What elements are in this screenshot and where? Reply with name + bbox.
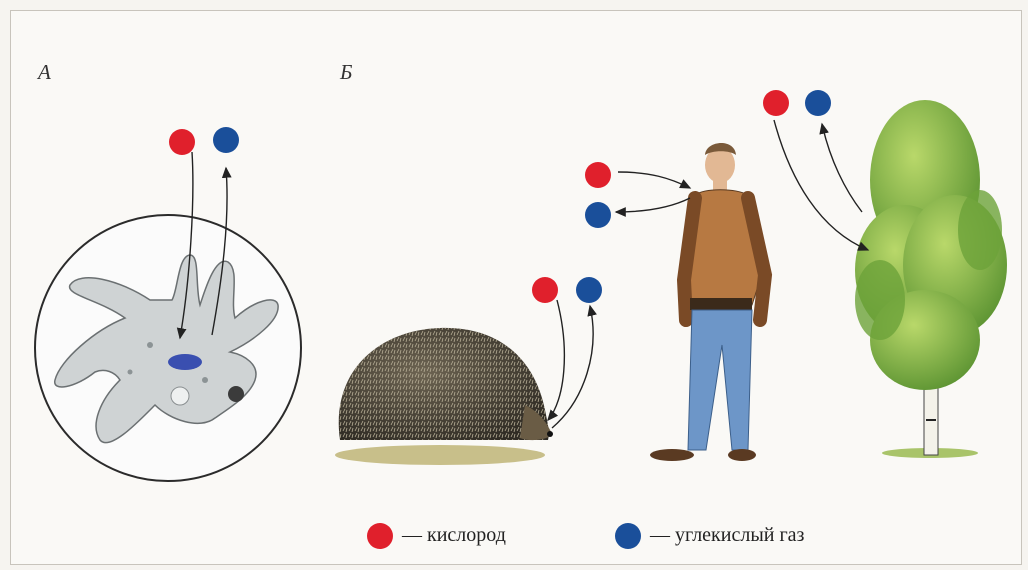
oxygen-icon-human <box>585 162 611 188</box>
birch-tree-icon <box>855 100 1007 458</box>
legend-co2-icon <box>615 523 641 549</box>
human-icon <box>650 143 765 461</box>
co2-icon-human <box>585 202 611 228</box>
oxygen-icon-a <box>169 129 195 155</box>
co2-icon-tree <box>805 90 831 116</box>
amoeba-icon <box>35 215 301 481</box>
oxygen-icon-hedgehog <box>532 277 558 303</box>
hedgehog-icon <box>335 328 553 465</box>
oxygen-icon-tree <box>763 90 789 116</box>
legend-co2-label: — углекислый газ <box>650 524 804 547</box>
co2-icon-hedgehog <box>576 277 602 303</box>
legend-oxygen-icon <box>367 523 393 549</box>
legend-oxygen-label: — кислород <box>402 524 506 547</box>
co2-icon-a <box>213 127 239 153</box>
